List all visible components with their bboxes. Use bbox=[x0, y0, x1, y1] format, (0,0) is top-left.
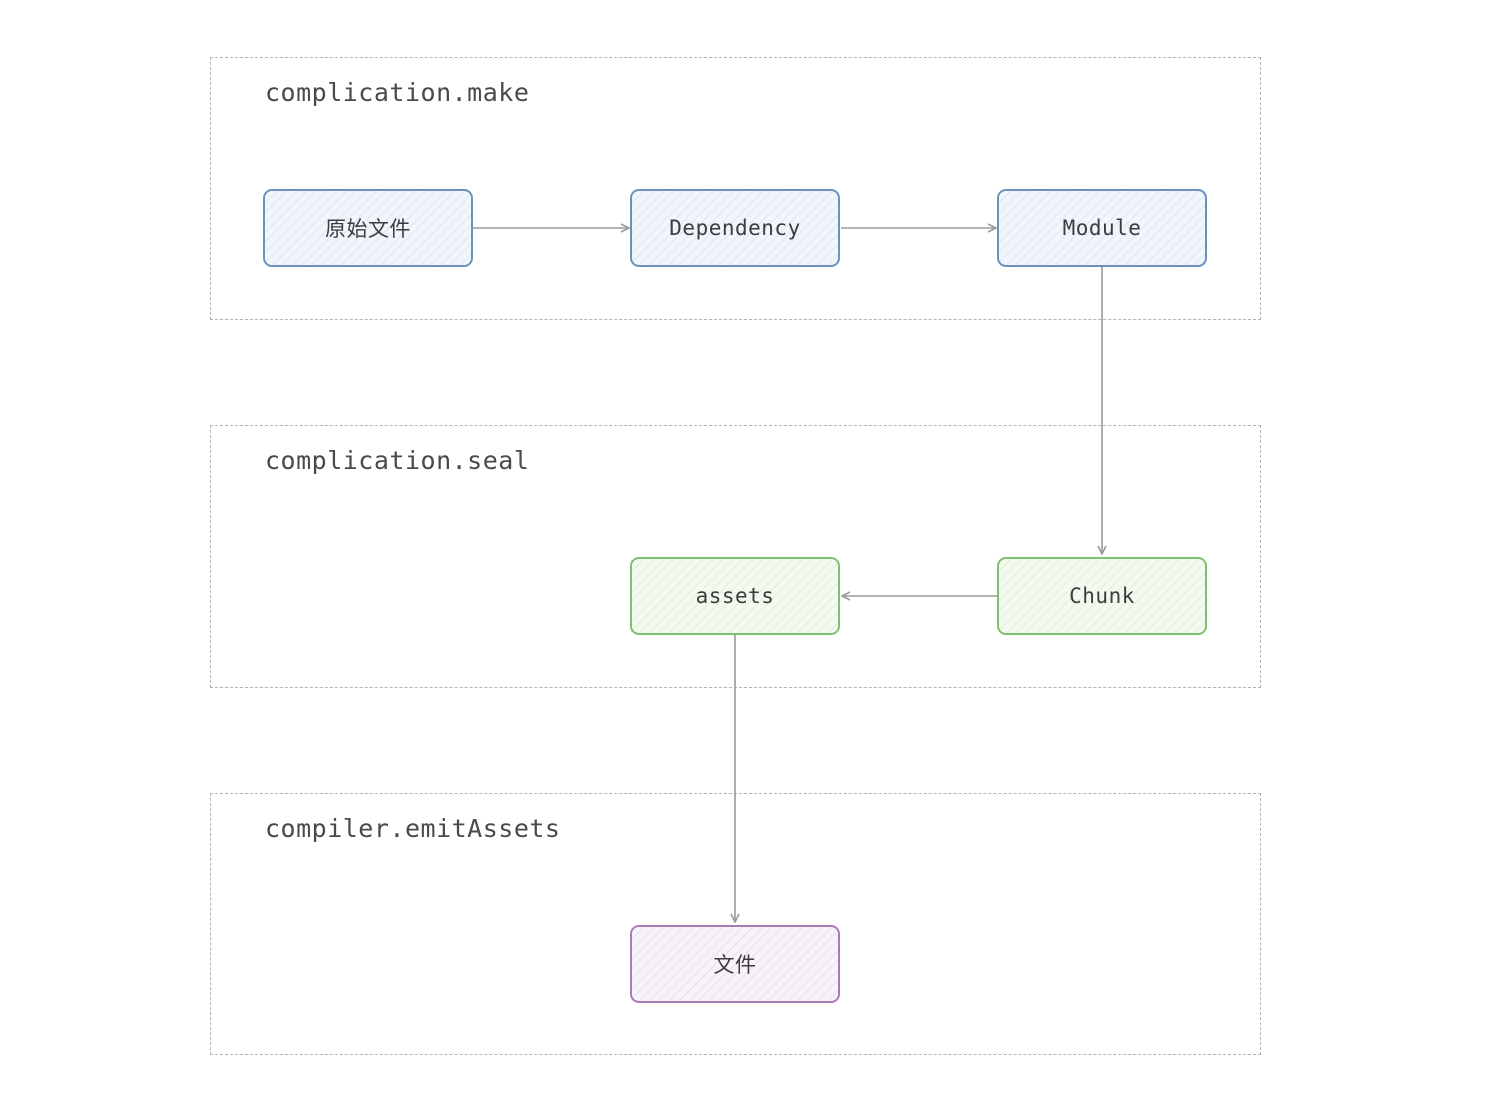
node-chunk: Chunk bbox=[997, 557, 1207, 635]
node-source-file-label: 原始文件 bbox=[325, 217, 411, 241]
node-chunk-label: Chunk bbox=[1069, 584, 1135, 608]
node-assets-label: assets bbox=[695, 584, 775, 608]
node-file-label: 文件 bbox=[713, 953, 757, 977]
node-dependency: Dependency bbox=[630, 189, 840, 267]
node-module-label: Module bbox=[1062, 216, 1142, 240]
node-source-file: 原始文件 bbox=[263, 189, 473, 267]
node-file: 文件 bbox=[630, 925, 840, 1003]
node-assets: assets bbox=[630, 557, 840, 635]
group-emit: compiler.emitAssets bbox=[210, 793, 1261, 1055]
group-emit-title: compiler.emitAssets bbox=[265, 814, 561, 843]
node-dependency-label: Dependency bbox=[669, 216, 801, 240]
node-module: Module bbox=[997, 189, 1207, 267]
group-seal-title: complication.seal bbox=[265, 446, 530, 475]
group-make: complication.make bbox=[210, 57, 1261, 320]
group-make-title: complication.make bbox=[265, 78, 530, 107]
